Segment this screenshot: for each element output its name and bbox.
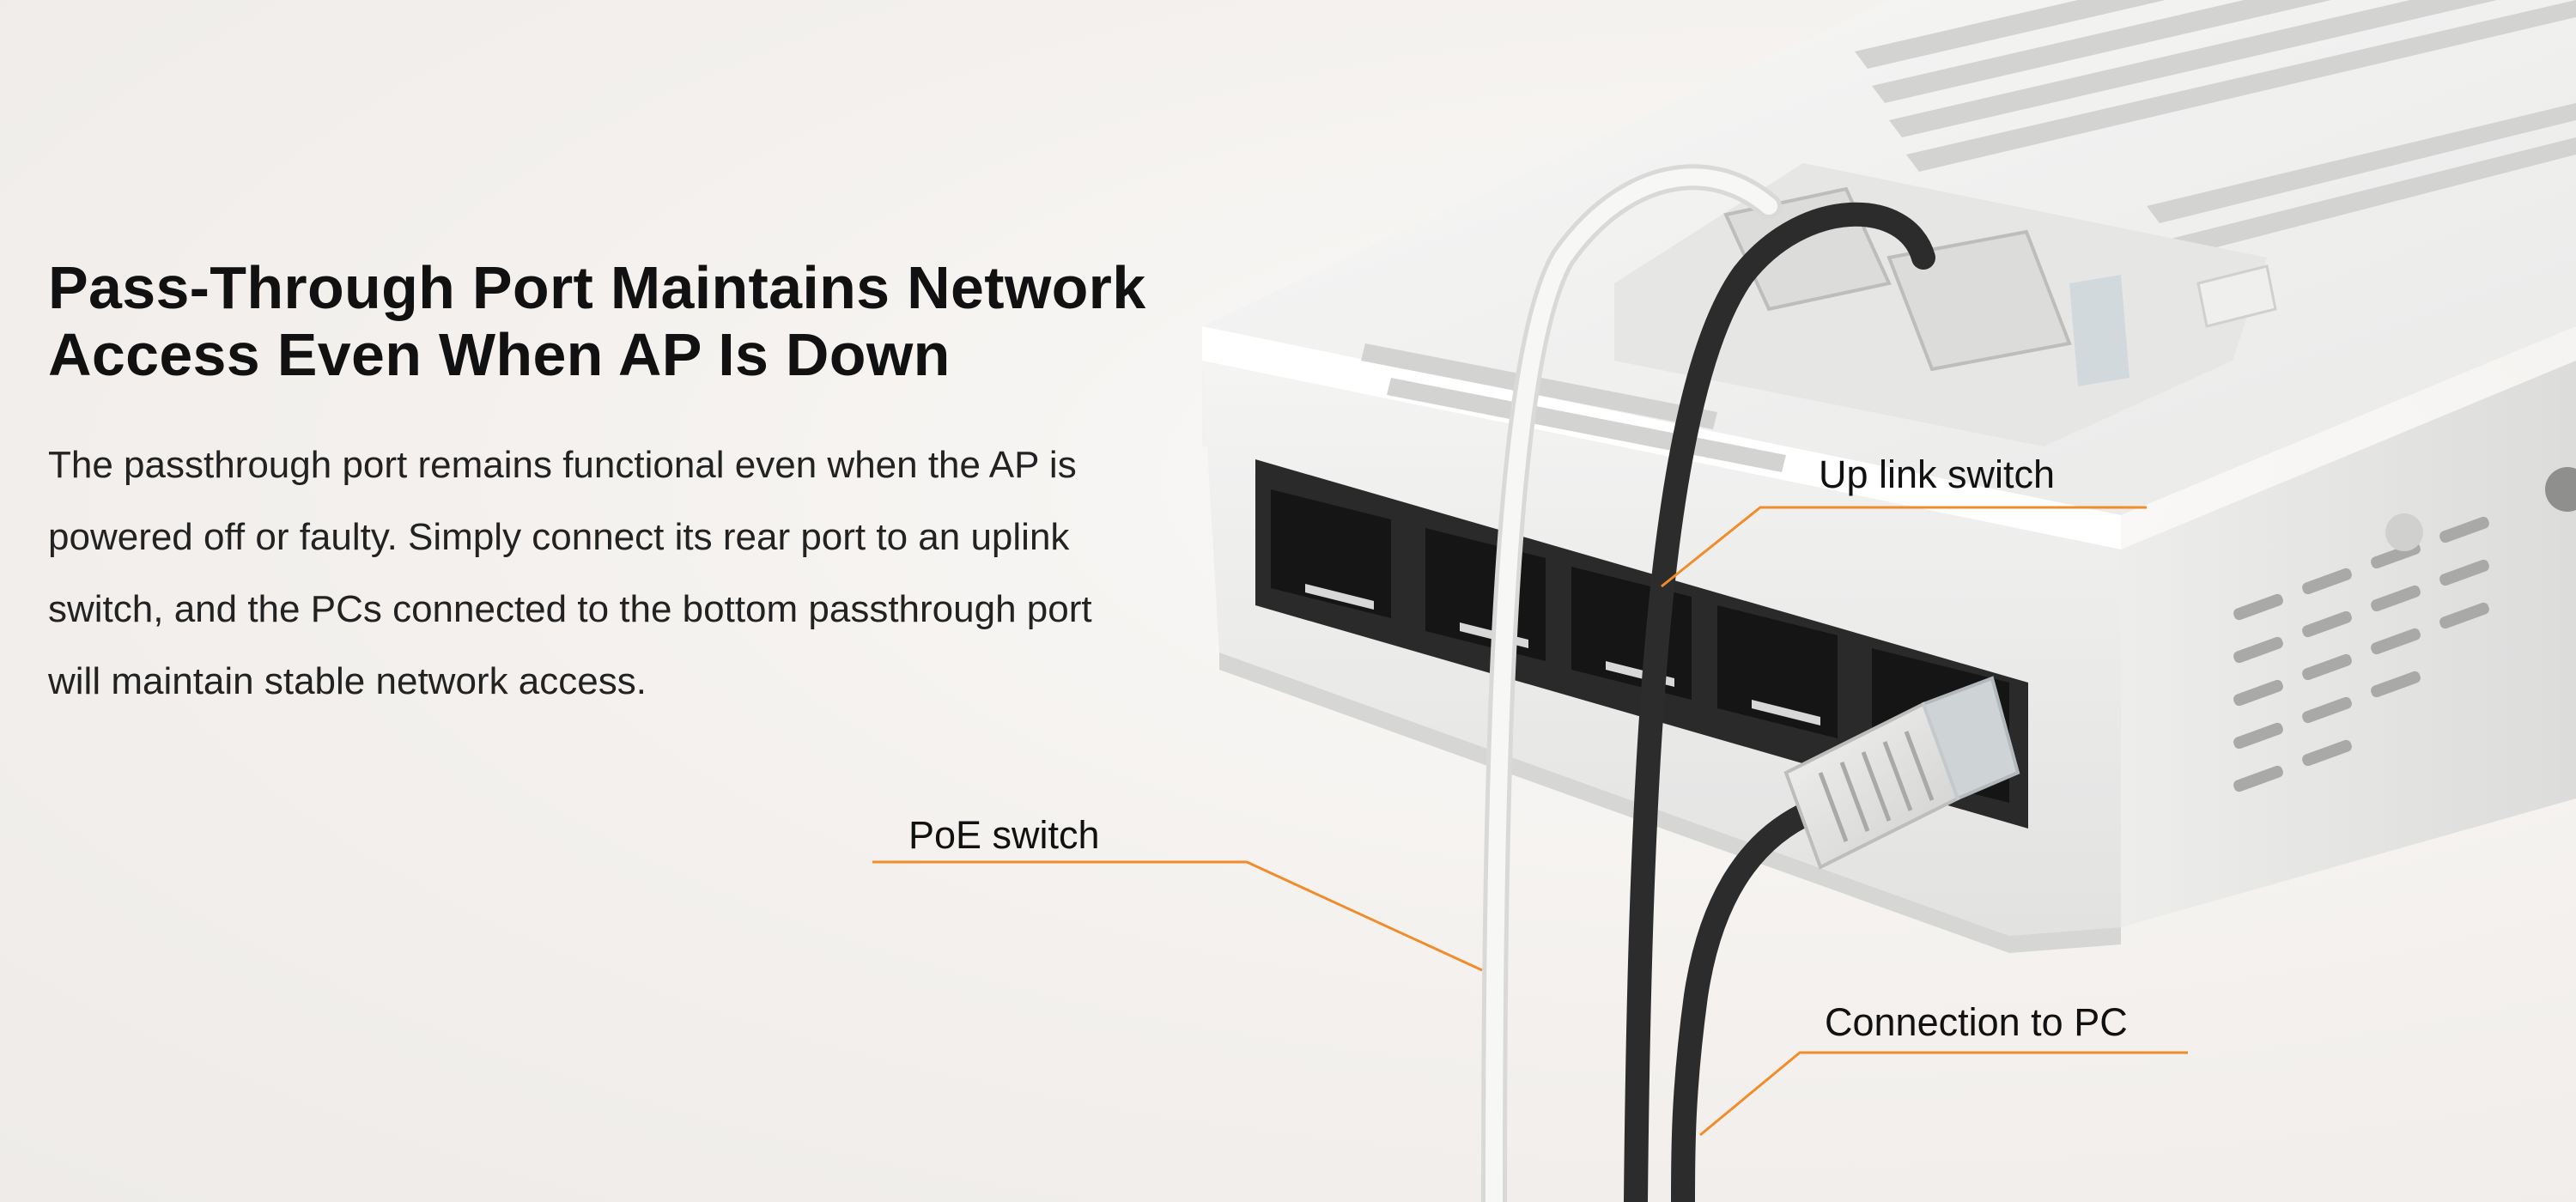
poe-switch-label: PoE switch: [908, 813, 1100, 857]
side-button: [2545, 467, 2576, 512]
screw-hole: [2385, 513, 2423, 551]
feature-copy: Pass-Through Port Maintains Network Acce…: [48, 254, 1216, 718]
uplink-switch-label: Up link switch: [1819, 452, 2056, 496]
side-vents: [2233, 516, 2489, 792]
rj45-plug: [1783, 676, 2020, 870]
poe-callout-line: [872, 860, 1483, 972]
poe-cable-highlight: [1485, 168, 1777, 1202]
feature-headline: Pass-Through Port Maintains Network Acce…: [48, 254, 1216, 388]
feature-description: The passthrough port remains functional …: [48, 444, 1092, 702]
cables: [1481, 164, 1935, 1202]
headline-line-1: Pass-Through Port Maintains Network: [48, 254, 1146, 321]
pc-cable: [1671, 799, 1824, 1202]
top-vents: [1361, 0, 2576, 472]
connection-to-pc-label: Connection to PC: [1825, 1000, 2128, 1044]
callout-lines: [872, 506, 2188, 1137]
rear-clip: [2196, 264, 2277, 328]
uplink-callout-line: [1661, 506, 2147, 588]
uplink-cable: [1624, 202, 1935, 1202]
pc-callout-line: [1699, 1051, 2188, 1137]
headline-line-2: Access Even When AP Is Down: [48, 321, 951, 388]
